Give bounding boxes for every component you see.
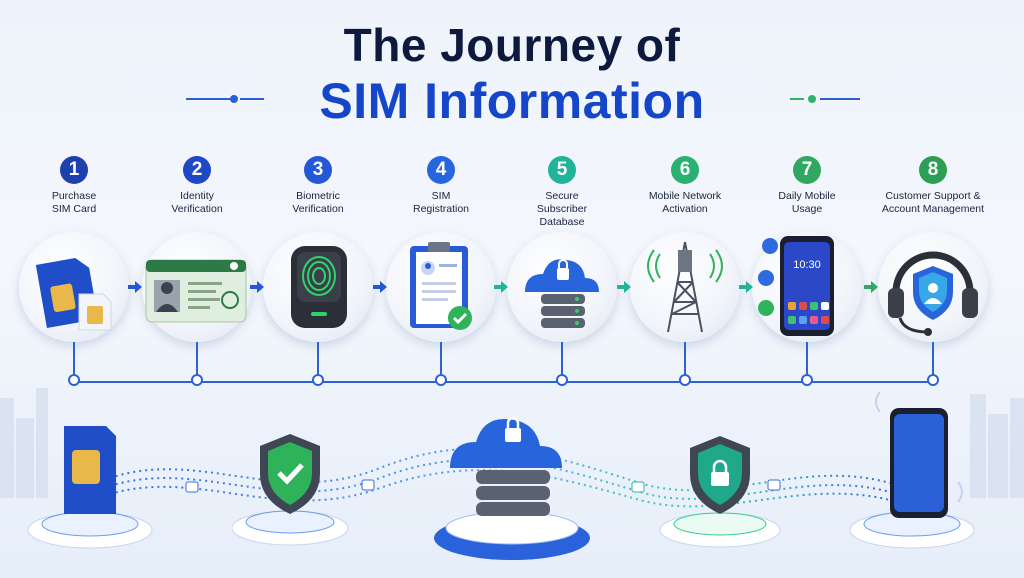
timeline-node	[927, 374, 939, 386]
timeline-connector	[932, 342, 934, 376]
arrow-right-icon	[617, 281, 631, 293]
platform	[27, 510, 975, 560]
title-decoration-left	[186, 95, 266, 103]
step-label: Daily Mobile Usage	[778, 190, 836, 215]
step-8-illustration	[878, 232, 988, 342]
timeline-node	[679, 374, 691, 386]
step-label: Secure Subscriber Database	[536, 190, 588, 228]
step-8: 8 Customer Support & Account Management	[878, 156, 988, 216]
arrow-right-icon	[494, 281, 508, 293]
page-title-line2: SIM Information	[319, 73, 705, 129]
sim-card-icon	[64, 426, 116, 514]
timeline-connector	[440, 342, 442, 376]
data-stream	[109, 447, 891, 508]
timeline-node	[435, 374, 447, 386]
step-label: Customer Support & Account Management	[881, 190, 985, 215]
arrow-right-icon	[373, 281, 387, 293]
title-decoration-right	[790, 95, 870, 103]
timeline-node	[801, 374, 813, 386]
headset-shield-icon	[888, 251, 978, 336]
step-label: Biometric Verification	[292, 190, 344, 215]
step-7: 7 Daily Mobile Usage	[752, 156, 862, 216]
smartphone-icon: 10:30	[758, 236, 834, 336]
step-3: 3 Biometric Verification	[263, 156, 373, 216]
step-4-illustration	[386, 232, 496, 342]
city-skyline	[0, 388, 1024, 498]
phone-time: 10:30	[793, 259, 821, 271]
bottom-data-flow-scene	[0, 388, 1024, 560]
timeline-node	[191, 374, 203, 386]
timeline-connector	[561, 342, 563, 376]
arrow-right-icon	[128, 281, 142, 293]
step-1-illustration	[19, 232, 129, 342]
step-number: 1	[60, 156, 88, 184]
step-number: 4	[427, 156, 455, 184]
sim-card-icon	[35, 258, 112, 331]
fingerprint-scanner-icon	[291, 246, 347, 328]
step-6: 6 Mobile Network Activation	[630, 156, 740, 216]
timeline-line	[72, 381, 936, 383]
page-title-line1: The Journey of	[343, 19, 681, 71]
step-label: Mobile Network Activation	[648, 190, 722, 215]
timeline-node	[556, 374, 568, 386]
shield-lock-icon	[690, 436, 750, 514]
step-label: Identity Verification	[171, 190, 223, 215]
timeline-connector	[317, 342, 319, 376]
cloud-database-icon	[525, 259, 599, 328]
step-7-illustration: 10:30	[752, 232, 862, 342]
timeline-node	[312, 374, 324, 386]
lock-icon	[185, 479, 781, 493]
step-number: 2	[183, 156, 211, 184]
cloud-database-icon	[450, 416, 562, 516]
timeline-connector	[684, 342, 686, 376]
step-6-illustration	[630, 232, 740, 342]
timeline-connector	[73, 342, 75, 376]
step-label: Purchase SIM Card	[51, 190, 97, 215]
id-card-icon	[145, 259, 247, 323]
step-5: 5 Secure Subscriber Database	[507, 156, 617, 229]
step-1: 1 Purchase SIM Card	[19, 156, 129, 216]
step-number: 5	[548, 156, 576, 184]
timeline-connector	[196, 342, 198, 376]
step-3-illustration	[263, 232, 373, 342]
timeline-connector	[806, 342, 808, 376]
step-5-illustration	[507, 232, 617, 342]
step-2-illustration	[142, 232, 252, 342]
shield-check-icon	[260, 434, 320, 514]
step-number: 8	[919, 156, 947, 184]
step-number: 6	[671, 156, 699, 184]
smartphone-icon	[875, 391, 963, 518]
arrow-right-icon	[739, 281, 753, 293]
arrow-right-icon	[864, 281, 878, 293]
step-number: 7	[793, 156, 821, 184]
step-label: SIM Registration	[412, 190, 470, 215]
cell-tower-icon	[647, 241, 723, 333]
arrow-right-icon	[250, 281, 264, 293]
clipboard-check-icon	[410, 242, 472, 330]
step-number: 3	[304, 156, 332, 184]
step-2: 2 Identity Verification	[142, 156, 252, 216]
timeline-node	[68, 374, 80, 386]
step-4: 4 SIM Registration	[386, 156, 496, 216]
